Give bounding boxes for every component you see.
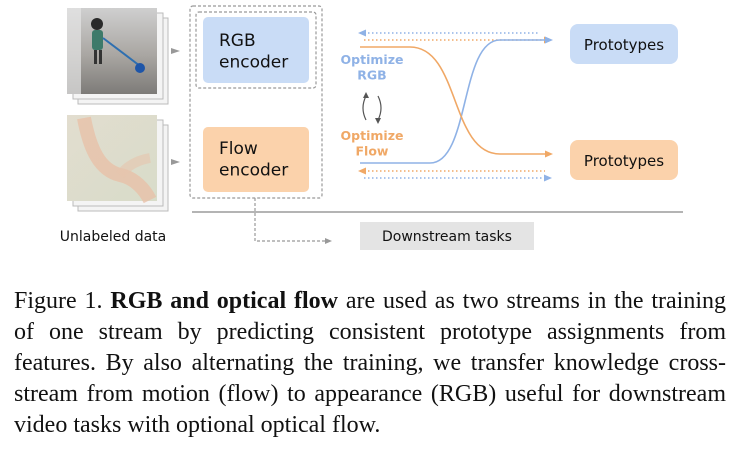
alternate-cycle-icon (362, 92, 382, 124)
unlabeled-data-label: Unlabeled data (60, 229, 166, 245)
flow-encoder-box (203, 127, 309, 192)
prototypes-rgb-label: Prototypes (584, 36, 664, 54)
prototypes-flow-box (570, 140, 678, 180)
prototypes-rgb-box (570, 24, 678, 64)
caption-text: are used as two streams in the training … (14, 288, 726, 438)
rgb-frames-stack (67, 8, 169, 105)
caption-label: Figure 1. (14, 288, 103, 314)
bottom-dotted-arrows (358, 167, 552, 182)
flow-frames-stack (67, 115, 169, 212)
downstream-dashed-arrow (254, 198, 326, 242)
rgb-frame-image (67, 8, 157, 94)
caption-bold: RGB and optical flow (110, 288, 338, 314)
encoder-container (189, 5, 323, 199)
downstream-tasks-label: Downstream tasks (382, 229, 512, 245)
cross-stream-curves (360, 36, 553, 164)
prototypes-flow-label: Prototypes (584, 152, 664, 170)
downstream-tasks-box (360, 222, 534, 250)
input-arrows (171, 48, 180, 165)
rgb-encoder-frame (195, 11, 317, 89)
rgb-encoder-box (203, 17, 309, 83)
figure-caption: Figure 1. RGB and optical flow are used … (14, 286, 726, 441)
top-dotted-arrows (358, 29, 552, 44)
